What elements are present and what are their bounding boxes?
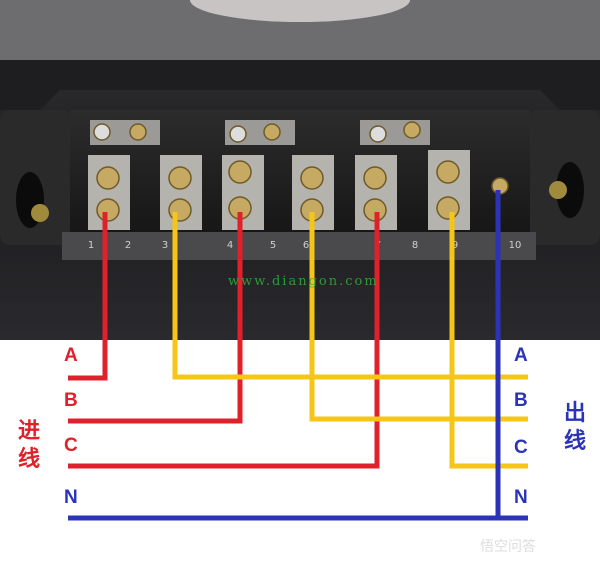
terminal-screws [93, 121, 509, 222]
output-label-b: B [514, 390, 528, 411]
terminal-number: 4 [227, 240, 233, 251]
terminal-number: 2 [125, 240, 131, 251]
meter-housing [0, 60, 600, 110]
mount-screw-icon [31, 204, 49, 222]
wire-input-c [68, 212, 380, 469]
terminal-number: 3 [162, 240, 168, 251]
wire-output-b [309, 212, 528, 422]
input-label-n: N [64, 487, 78, 508]
output-label-a: A [514, 345, 528, 366]
output-title: 出 线 [564, 400, 588, 456]
output-title-char: 出 [564, 401, 587, 426]
terminal-number: 6 [303, 240, 309, 251]
output-label-c: C [514, 437, 528, 458]
terminal-number-strip [62, 232, 536, 260]
meter-label [190, 0, 410, 22]
input-title-char: 进 [18, 419, 41, 444]
output-label-n: N [514, 487, 528, 508]
input-label-b: B [64, 390, 78, 411]
wire-output-a [172, 212, 528, 380]
input-title: 进 线 [18, 418, 42, 474]
terminal-number: 8 [412, 240, 418, 251]
output-title-char: 线 [564, 429, 587, 454]
terminal-number: 5 [270, 240, 276, 251]
terminal-number: 9 [452, 240, 458, 251]
right-mount-hole [556, 162, 584, 218]
wire-output-c [449, 212, 528, 469]
input-label-a: A [64, 345, 78, 366]
source-watermark: 悟空问答 [480, 539, 536, 555]
site-watermark: www.diangon.com [228, 274, 379, 289]
terminal-number: 1 [88, 240, 94, 251]
mount-screw-icon [549, 181, 567, 199]
wire-input-b [68, 212, 243, 424]
input-label-c: C [64, 435, 78, 456]
input-title-char: 线 [18, 447, 41, 472]
terminal-number: 10 [509, 240, 522, 251]
wire-input-a [68, 212, 108, 381]
